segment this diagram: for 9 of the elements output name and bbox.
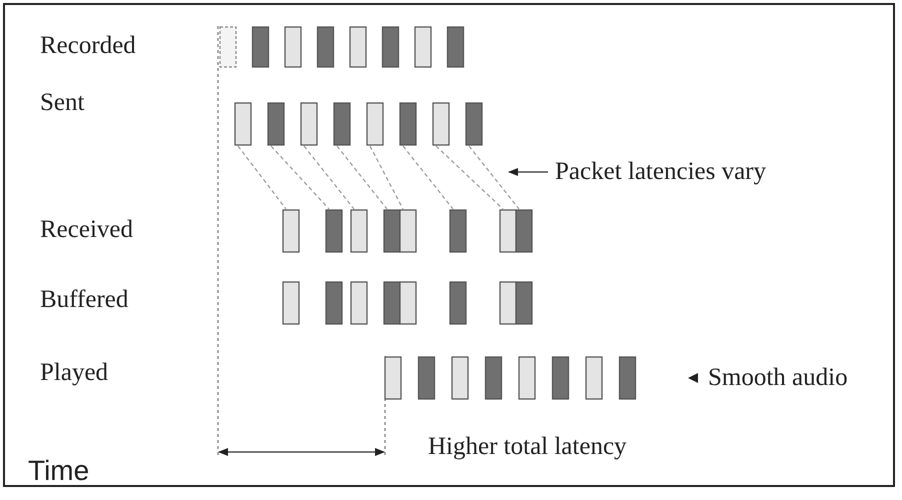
annotation-text: Smooth audio (708, 363, 848, 393)
row-label: Buffered (40, 285, 128, 315)
row-label: Received (40, 215, 134, 245)
annotation-text: Higher total latency (428, 432, 627, 462)
row-label: Recorded (40, 31, 136, 61)
axis-label: Time (28, 456, 90, 486)
annotation-text: Packet latencies vary (555, 157, 766, 187)
row-label: Played (40, 358, 108, 388)
row-label: Sent (40, 88, 84, 118)
